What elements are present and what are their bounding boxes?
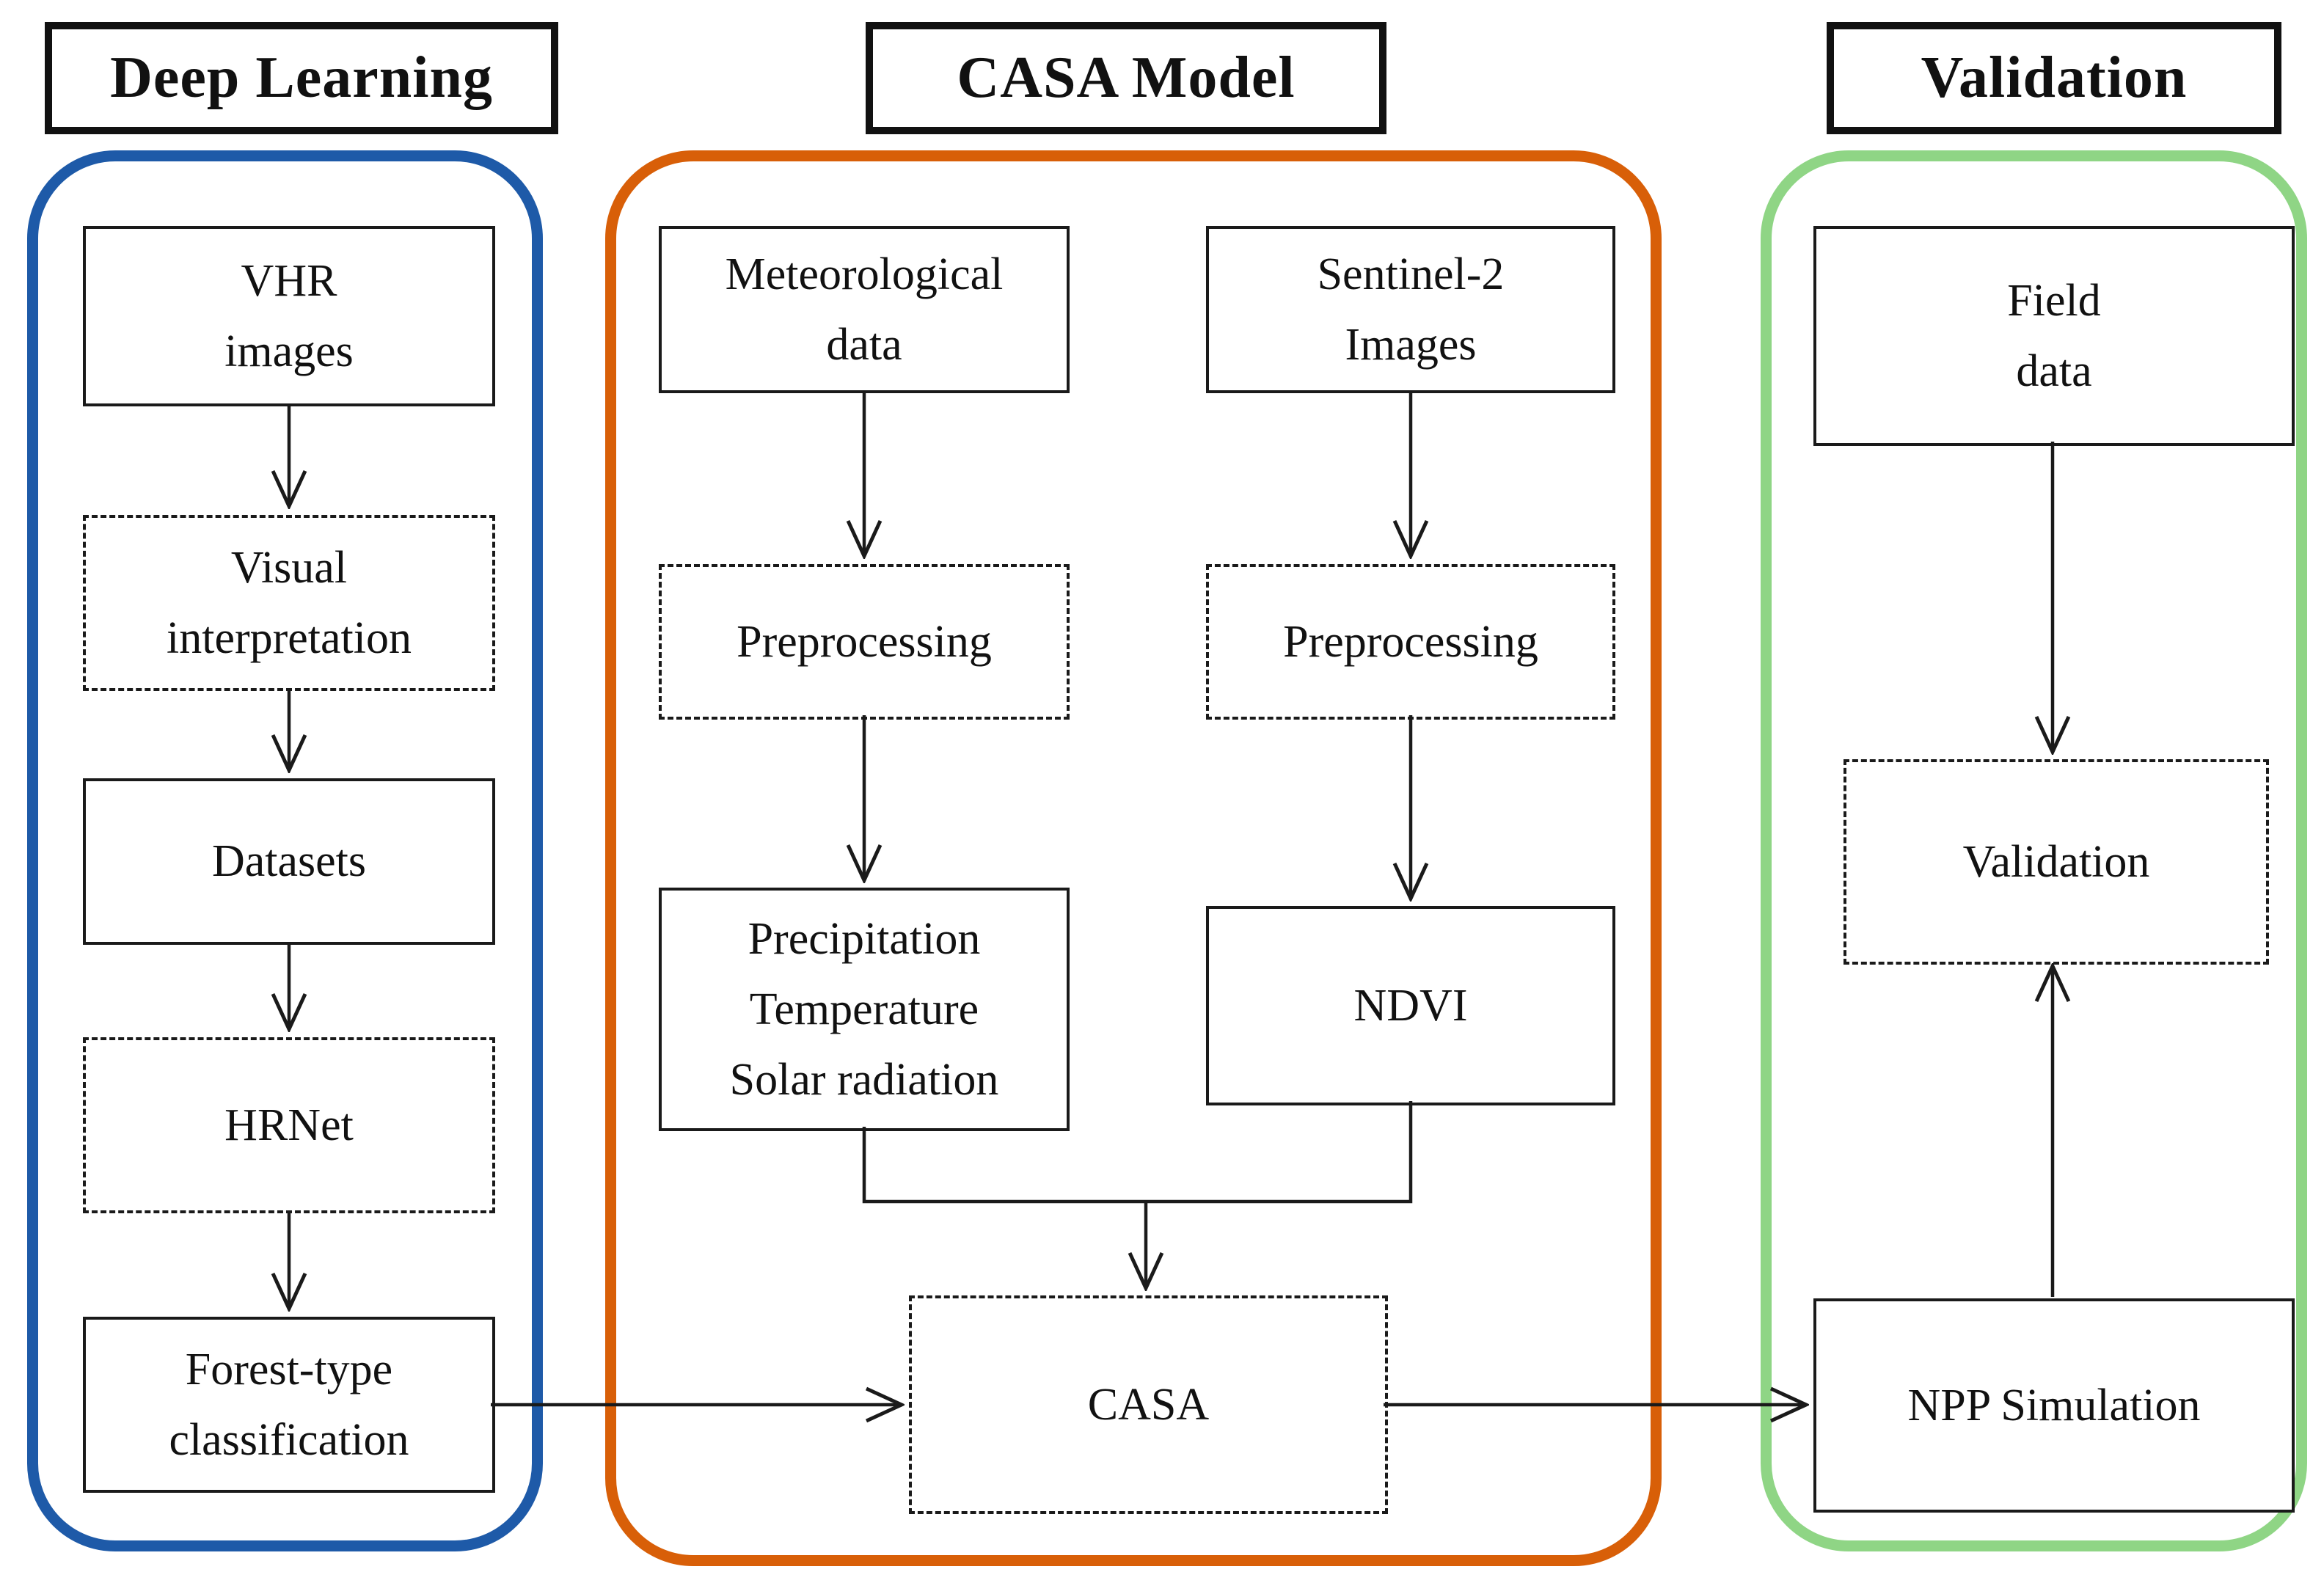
node-precipitation-temperature-solar: Precipitation Temperature Solar radiatio…: [659, 888, 1070, 1131]
node-hrnet: HRNet: [83, 1037, 495, 1213]
casa-model-title: CASA Model: [957, 45, 1296, 110]
node-casa: CASA: [909, 1295, 1388, 1514]
node-forest-type-classification: Forest-type classification: [83, 1317, 495, 1493]
visual-interpretation-label: Visual interpretation: [167, 542, 412, 663]
preprocessing-s2-label: Preprocessing: [1283, 616, 1538, 667]
node-validation-step: Validation: [1844, 759, 2269, 965]
node-visual-interpretation: Visual interpretation: [83, 515, 495, 691]
casa-label: CASA: [1087, 1379, 1210, 1430]
vhr-images-label: VHR images: [224, 255, 354, 376]
deep-learning-title: Deep Learning: [110, 45, 493, 110]
hrnet-label: HRNet: [224, 1100, 354, 1150]
sentinel2-images-label: Sentinel-2 Images: [1317, 249, 1505, 370]
node-preprocessing-meteorological: Preprocessing: [659, 564, 1070, 720]
ndvi-label: NDVI: [1353, 980, 1468, 1031]
node-npp-simulation: NPP Simulation: [1813, 1298, 2295, 1513]
meteorological-data-label: Meteorological data: [725, 249, 1004, 370]
field-data-label: Field data: [2007, 275, 2101, 396]
preprocessing-met-label: Preprocessing: [737, 616, 992, 667]
validation-group-outline: [1761, 150, 2307, 1551]
validation-step-label: Validation: [1962, 836, 2150, 887]
npp-simulation-label: NPP Simulation: [1907, 1380, 2201, 1430]
node-datasets: Datasets: [83, 778, 495, 945]
node-preprocessing-sentinel2: Preprocessing: [1206, 564, 1615, 720]
section-header-validation: Validation: [1827, 22, 2281, 134]
section-header-casa-model: CASA Model: [866, 22, 1386, 134]
node-sentinel2-images: Sentinel-2 Images: [1206, 226, 1615, 393]
casa-model-group-outline: [605, 150, 1662, 1566]
forest-type-classification-label: Forest-type classification: [169, 1344, 409, 1465]
section-header-deep-learning: Deep Learning: [45, 22, 558, 134]
precipitation-temperature-solar-label: Precipitation Temperature Solar radiatio…: [729, 913, 999, 1105]
deep-learning-group-outline: [27, 150, 543, 1551]
node-meteorological-data: Meteorological data: [659, 226, 1070, 393]
datasets-label: Datasets: [211, 836, 367, 887]
node-vhr-images: VHR images: [83, 226, 495, 406]
validation-title: Validation: [1921, 45, 2188, 110]
node-field-data: Field data: [1813, 226, 2295, 446]
node-ndvi: NDVI: [1206, 906, 1615, 1105]
